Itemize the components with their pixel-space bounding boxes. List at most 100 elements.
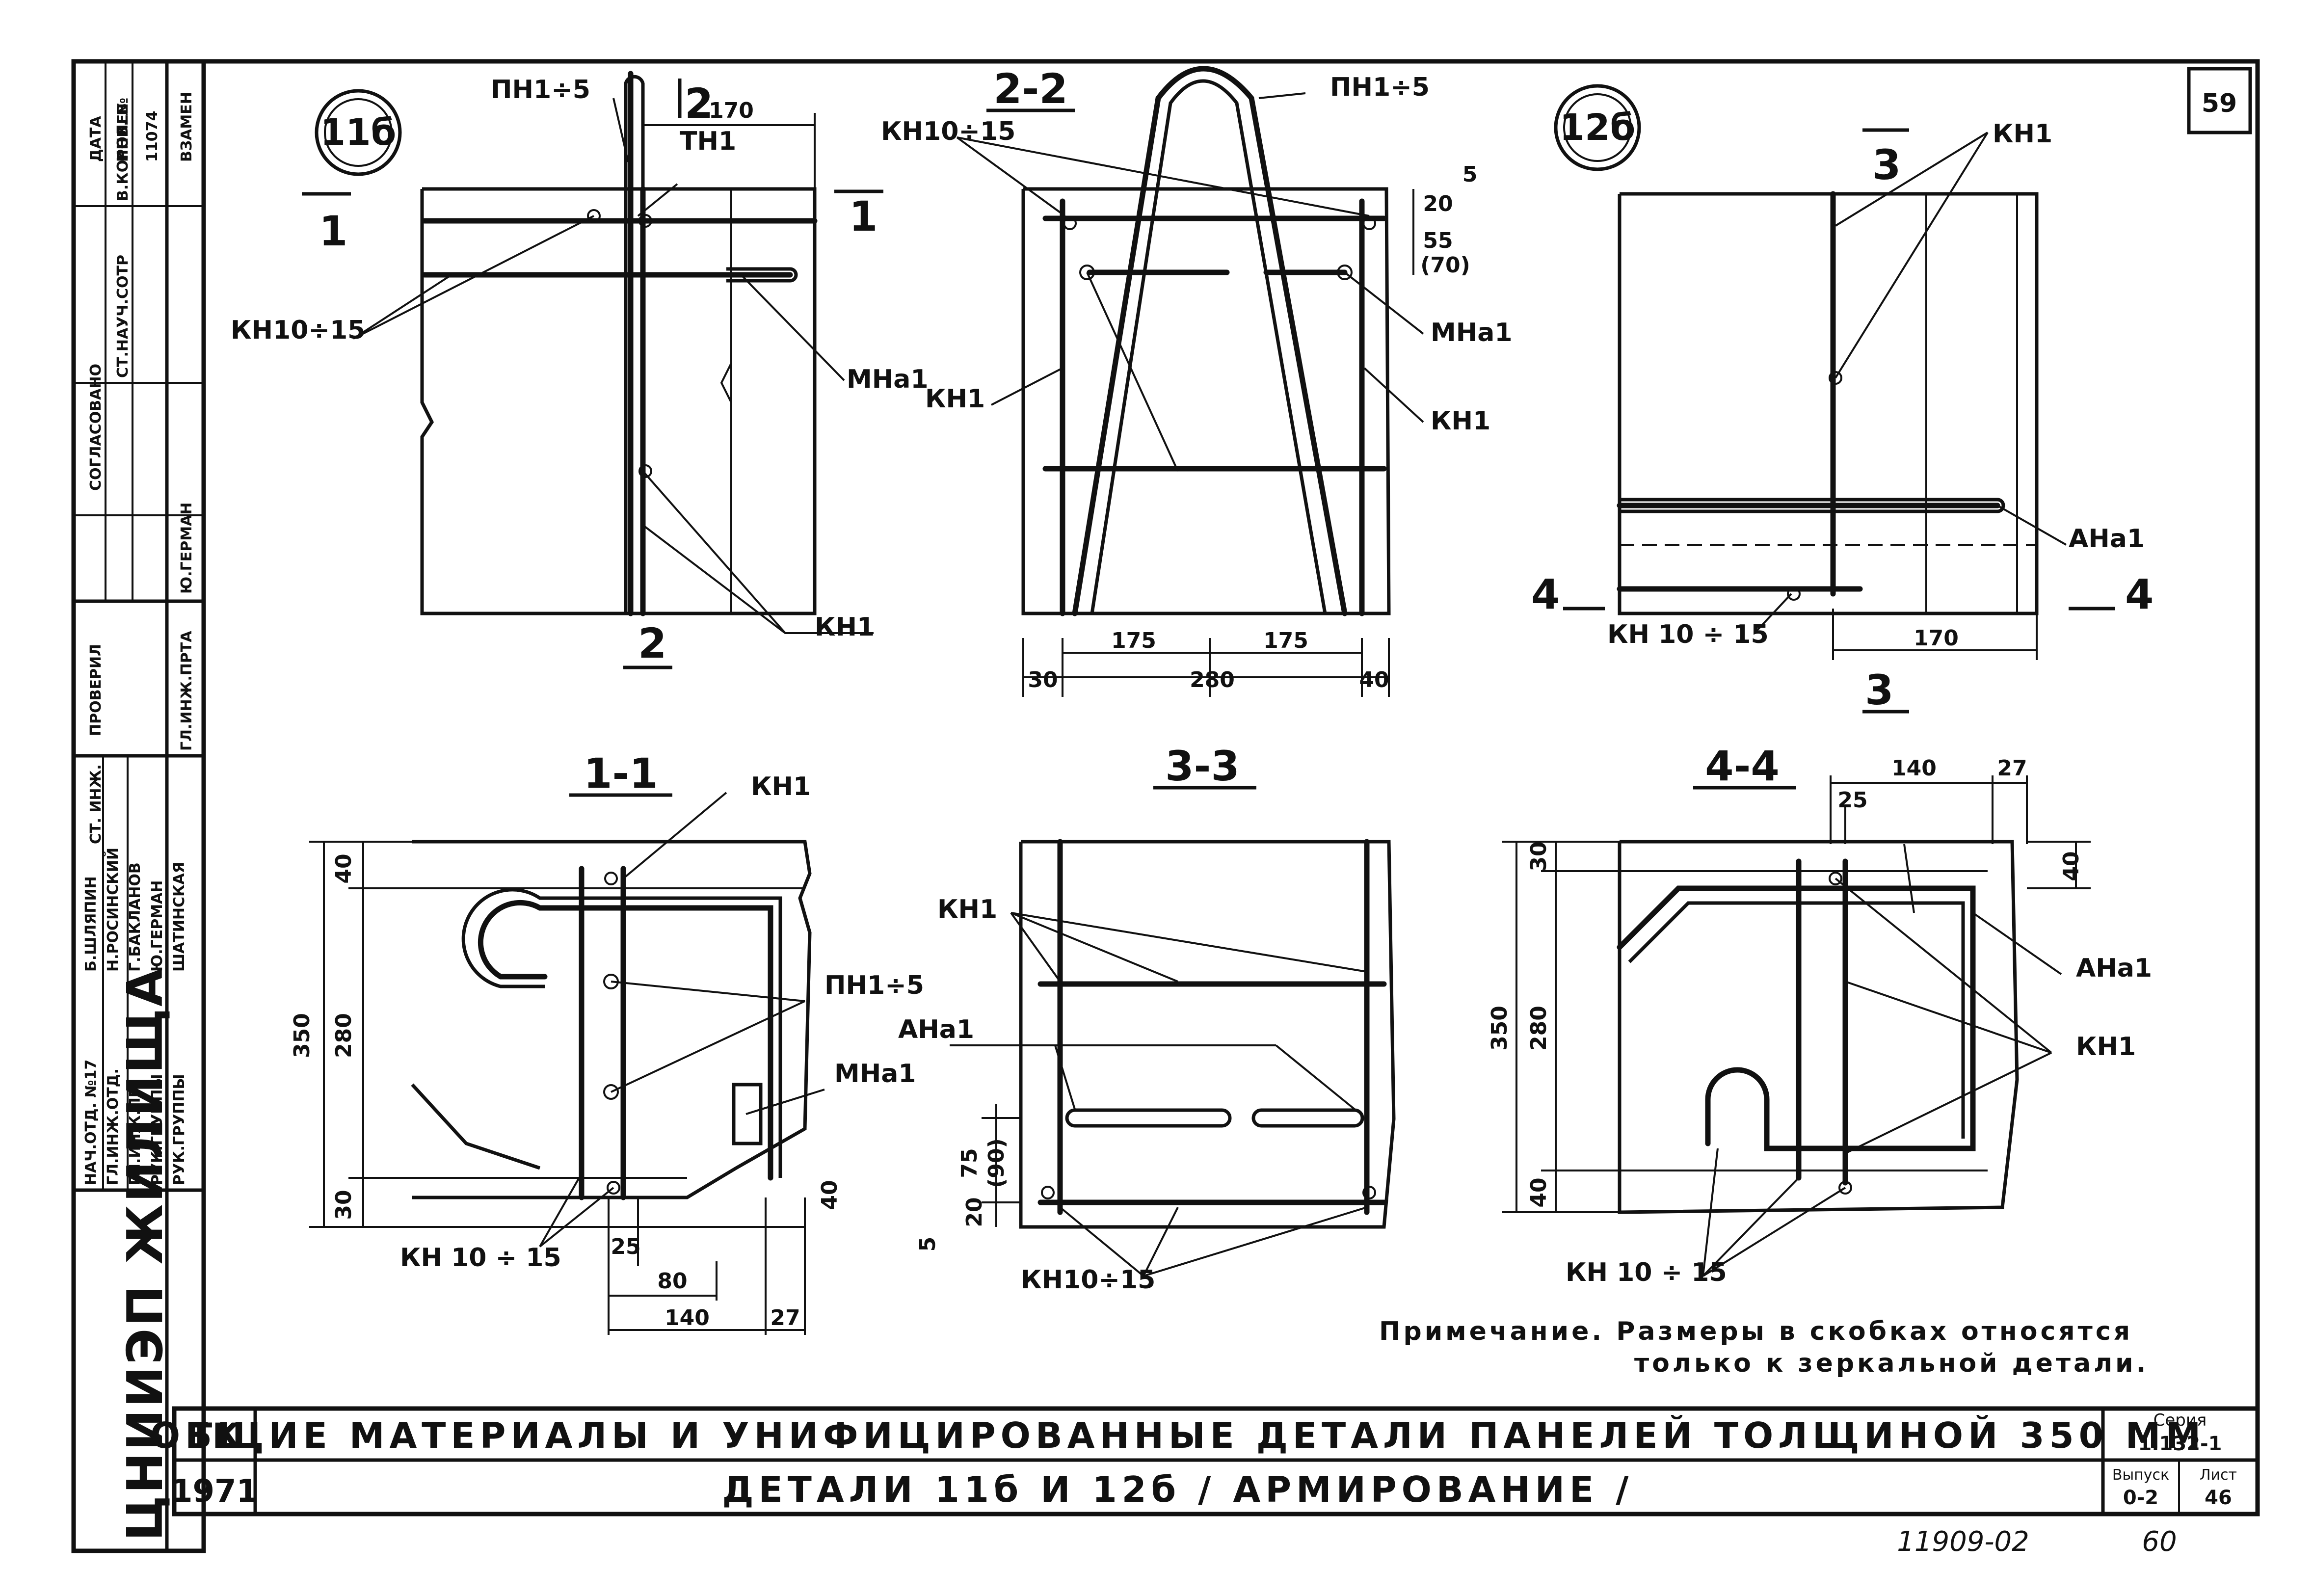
- label-33-ana1: АНа1: [898, 1015, 974, 1044]
- dim-44-30: 30: [1526, 841, 1551, 871]
- dim-11-280: 280: [331, 1013, 356, 1058]
- dim-44-40: 40: [1526, 1177, 1551, 1207]
- stamp-korolev: В.КОРОЛЕВ: [114, 103, 132, 201]
- dim-44-280: 280: [1526, 1006, 1551, 1051]
- note-line-1: Примечание. Размеры в скобках относятся: [1379, 1317, 2133, 1346]
- footer-code: 11909-02: [1897, 1526, 2029, 1558]
- note-line-2: только к зеркальной детали.: [1634, 1349, 2149, 1378]
- detail-11b-label: 11б: [320, 111, 397, 154]
- series-value: 1.132-1: [2138, 1433, 2222, 1455]
- label-22-kn1-right: КН1: [1431, 406, 1490, 436]
- dim-11-80: 80: [657, 1269, 687, 1294]
- dim-44-350: 350: [1487, 1006, 1512, 1051]
- label-11b-kn1: КН1: [815, 612, 875, 642]
- label-22-kn1-left: КН1: [925, 384, 985, 414]
- label-11b-tn1: ТН1: [680, 127, 736, 156]
- dim-11-350: 350: [290, 1013, 315, 1058]
- section-1-1-title: 1-1: [584, 749, 658, 798]
- stamp-checked: ПРОВЕРИЛ: [87, 644, 105, 736]
- dim-11-40: 40: [331, 853, 356, 883]
- series-label: Серия: [2153, 1410, 2207, 1430]
- dim-11-140: 140: [665, 1305, 710, 1330]
- sheet-number-box: [2187, 67, 2252, 134]
- left-stamp-frame: [71, 59, 206, 1553]
- dim-22-40: 40: [1359, 667, 1389, 692]
- dim-11-27: 27: [770, 1305, 800, 1330]
- stamp-name-2: Н.РОСИНСКИЙ: [104, 848, 122, 972]
- dim-22-175a: 175: [1111, 628, 1156, 653]
- label-33-kn1015: КН10÷15: [1021, 1265, 1155, 1295]
- title-main: ОБЩИЕ МАТЕРИАЛЫ И УНИФИЦИРОВАННЫЕ ДЕТАЛИ…: [150, 1415, 2206, 1456]
- cut-2-bottom: 2: [638, 619, 666, 667]
- stamp-name-5: ШАТИНСКАЯ: [171, 862, 188, 972]
- title-tk: ТК: [189, 1416, 240, 1456]
- dim-11-25: 25: [611, 1234, 640, 1259]
- stamp-roles: НАЧ.ОТД. №17 ГЛ.ИНЖ.ОТД. ГЛ.ИНЖ.ПР. РУК.…: [82, 1060, 188, 1185]
- sheet-label: Лист: [2200, 1466, 2237, 1484]
- label-11-mna1: МНа1: [834, 1059, 916, 1089]
- dim-22-20: 20: [1423, 191, 1453, 216]
- label-44-ana1: АНа1: [2076, 954, 2152, 983]
- stamp-col-date: ДАТА: [87, 116, 105, 162]
- stamp-col-inv: ИНВ. №: [114, 98, 132, 162]
- dim-44-25: 25: [1837, 788, 1867, 813]
- label-11b-pn15: ПН1÷5: [491, 75, 590, 105]
- stamp-role-4: РУК.ГРУППЫ: [149, 1074, 166, 1185]
- title-year: 1971: [171, 1473, 258, 1510]
- stamp-role-5: РУК.ГРУППЫ: [171, 1074, 188, 1185]
- stamp-name-3: Г.БАКЛАНОВ: [127, 862, 144, 972]
- stamp-gl-inzh-prta: ГЛ.ИНЖ.ПРТА: [178, 631, 195, 751]
- issue-value: 0-2: [2123, 1487, 2158, 1509]
- sheet-number: 59: [2202, 89, 2237, 118]
- section-3-3: 3-3 75 (90) 20 5 КН1 АНа1 КН10÷15: [898, 742, 1396, 1295]
- section-2-2: 2-2 175 175 280 30 40 5: [881, 65, 1513, 697]
- label-11b-mna1: МНа1: [847, 365, 929, 394]
- footer-page: 60: [2142, 1526, 2177, 1558]
- stamp-inv-no: 11074: [144, 111, 161, 162]
- cut-2-top: 2: [685, 80, 713, 128]
- dim-22-5: 5: [1462, 162, 1478, 187]
- label-12b-ana1: АНа1: [2069, 524, 2145, 554]
- dim-33-5: 5: [915, 1237, 940, 1252]
- dim-22-55: 55: [1423, 228, 1453, 253]
- stamp-name-4: Ю.ГЕРМАН: [149, 880, 166, 972]
- label-33-kn1: КН1: [937, 895, 997, 924]
- label-11-kn1: КН1: [751, 772, 811, 801]
- dim-22-280: 280: [1190, 667, 1235, 692]
- dim-44-27: 27: [1997, 756, 2027, 781]
- label-22-kn1015: КН10÷15: [881, 117, 1015, 146]
- label-11-kn1015: КН 10 ÷ 15: [400, 1243, 561, 1273]
- sheet-value: 46: [2205, 1487, 2232, 1509]
- label-22-mna1: МНа1: [1431, 318, 1513, 347]
- dim-11-40b: 40: [817, 1180, 842, 1210]
- section-1-1: 1-1 350 280 40 30 40: [290, 749, 924, 1335]
- detail-12b-view: 12б 170 3 3 4 4 КН1 АНа1 КН 10 ÷ 15: [1531, 84, 2153, 714]
- label-22-pn15: ПН1÷5: [1330, 73, 1430, 102]
- stamp-col-replace: ВЗАМЕН: [178, 92, 195, 162]
- stamp-german: Ю.ГЕРМАН: [178, 503, 195, 594]
- dim-44-140: 140: [1891, 756, 1937, 781]
- detail-12b-label: 12б: [1560, 106, 1636, 149]
- cut-4-left: 4: [1531, 570, 1560, 618]
- stamp-role-3: ГЛ.ИНЖ.ПР.: [127, 1081, 144, 1185]
- dim-11-30: 30: [331, 1190, 356, 1220]
- label-11b-kn1015: КН10÷15: [231, 316, 365, 345]
- section-2-2-title: 2-2: [993, 65, 1068, 113]
- label-44-kn1015: КН 10 ÷ 15: [1566, 1258, 1727, 1287]
- stamp-agreed: СОГЛАСОВАНО: [87, 364, 105, 491]
- dim-33-75: 75: [957, 1148, 982, 1178]
- label-44-kn1: КН1: [2076, 1032, 2136, 1062]
- detail-12b-circle: [1554, 84, 1641, 171]
- cut-4-right: 4: [2125, 570, 2153, 618]
- dim-12b-170: 170: [1914, 626, 1959, 651]
- title-block: ТК 1971 ОБЩИЕ МАТЕРИАЛЫ И УНИФИЦИРОВАННЫ…: [150, 1406, 2260, 1516]
- org-logo: ЦНИИЭП ЖИЛИЩА: [116, 966, 174, 1541]
- stamp-st-nauch: СТ.НАУЧ.СОТР: [114, 255, 132, 378]
- label-11-pn15: ПН1÷5: [824, 971, 924, 1000]
- detail-11b-view: 11б 170 2 1 1 2 ПН1÷5: [231, 71, 929, 669]
- dim-22-30: 30: [1028, 667, 1058, 692]
- stamp-st-inzh: СТ. ИНЖ.: [87, 764, 105, 844]
- stamp-name-1: Б.ШЛЯПИН: [82, 876, 100, 972]
- label-12b-kn1015: КН 10 ÷ 15: [1607, 620, 1769, 649]
